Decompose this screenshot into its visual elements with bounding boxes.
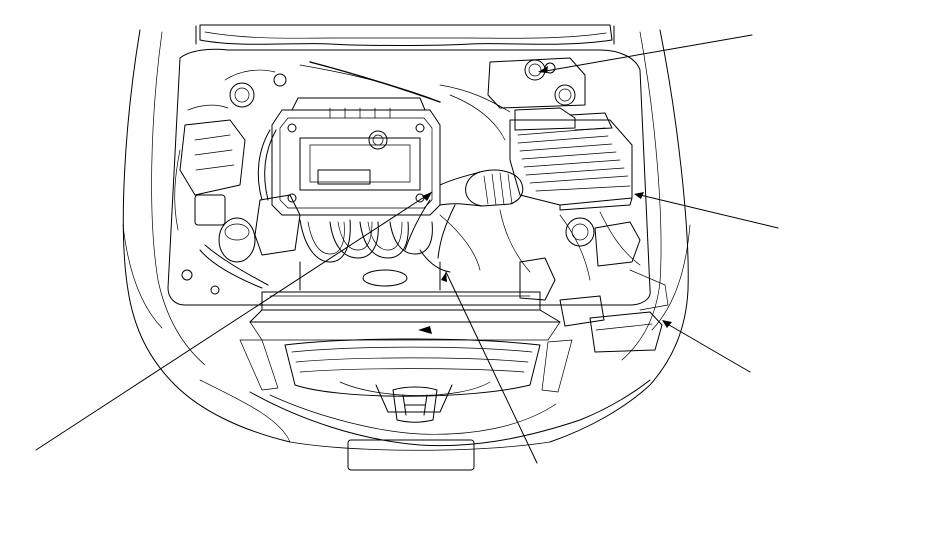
honda-emblem-icon xyxy=(392,386,438,423)
leader-line-top-right xyxy=(539,34,753,73)
battery xyxy=(487,57,586,109)
left-components xyxy=(179,119,301,295)
radiator-support xyxy=(249,291,561,341)
leader-line-right xyxy=(635,193,779,229)
air-cleaner-box xyxy=(509,107,633,211)
car-body-outline xyxy=(122,29,691,451)
leader-lines xyxy=(35,34,779,464)
leader-line-lower-right xyxy=(663,321,751,373)
leader-line-bottom-center xyxy=(445,271,538,464)
intake-manifold xyxy=(299,219,441,291)
hoses-wiring xyxy=(174,61,641,281)
engine-bay-frame xyxy=(167,48,651,306)
intake-duct xyxy=(404,169,524,259)
right-front-components xyxy=(519,217,669,353)
license-plate xyxy=(347,439,475,471)
strut-tower-left xyxy=(224,69,287,108)
hood xyxy=(195,24,615,46)
leader-line-lower-left xyxy=(35,191,433,451)
leader-arrowheads xyxy=(422,66,672,328)
engine-cover xyxy=(271,97,441,216)
grille xyxy=(284,338,541,413)
